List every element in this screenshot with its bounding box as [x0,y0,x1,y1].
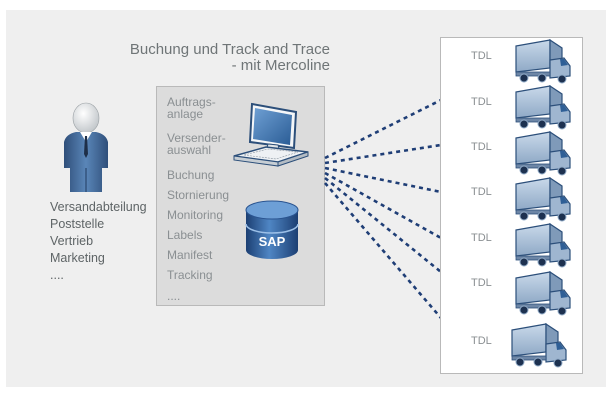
diagram-title: Buchung und Track and Trace - mit Mercol… [100,42,330,74]
carrier-label: TDL [471,141,492,153]
connection-line [324,166,442,194]
title-line-2: - mit Mercoline [231,57,330,74]
department-list: Versandabteilung Poststelle Vertrieb Mar… [50,199,147,284]
truck-icon [515,131,571,176]
department-item: .... [50,268,64,282]
function-item: Manifest [167,248,213,262]
connection-line [324,143,442,165]
truck-icon [515,223,571,268]
connection-line [324,176,442,274]
computer-icon [233,102,309,167]
carrier-label: TDL [471,277,492,289]
function-item: Buchung [167,168,215,182]
function-item: Stornierung [167,188,230,202]
function-label-line: auswahl [167,142,212,157]
function-label-line: anlage [167,106,204,121]
truck-icon [515,39,571,84]
function-item: Tracking [167,268,213,282]
function-item: Versender- auswahl [167,131,226,157]
function-label-line: Auftrags- [167,95,216,109]
carrier-label: TDL [471,232,492,244]
mercoline-function-box: Auftrags- anlage Versender- auswahl Buch… [156,86,325,306]
department-item: Versandabteilung [50,200,147,214]
truck-icon [515,271,571,316]
database-icon: SAP [245,200,299,259]
carrier-label: TDL [471,335,492,347]
person-icon [64,102,108,192]
department-item: Poststelle [50,217,105,231]
function-item: Monitoring [167,208,224,222]
title-line-1: Buchung und Track and Trace [129,41,330,58]
function-item: Auftrags- anlage [167,95,216,121]
connection-line [324,98,442,160]
sap-label: SAP [259,234,286,249]
function-label-line: Versender- [167,131,226,145]
truck-icon [515,177,571,222]
carrier-label: TDL [471,50,492,62]
function-item: .... [167,289,181,303]
carrier-label: TDL [471,96,492,108]
truck-icon [515,85,571,130]
department-item: Vertrieb [50,234,94,248]
truck-icon [511,323,567,368]
department-item: Marketing [50,251,105,265]
connection-line [324,171,442,240]
carrier-label: TDL [471,186,492,198]
connection-line [324,182,442,319]
function-item: Labels [167,228,203,242]
